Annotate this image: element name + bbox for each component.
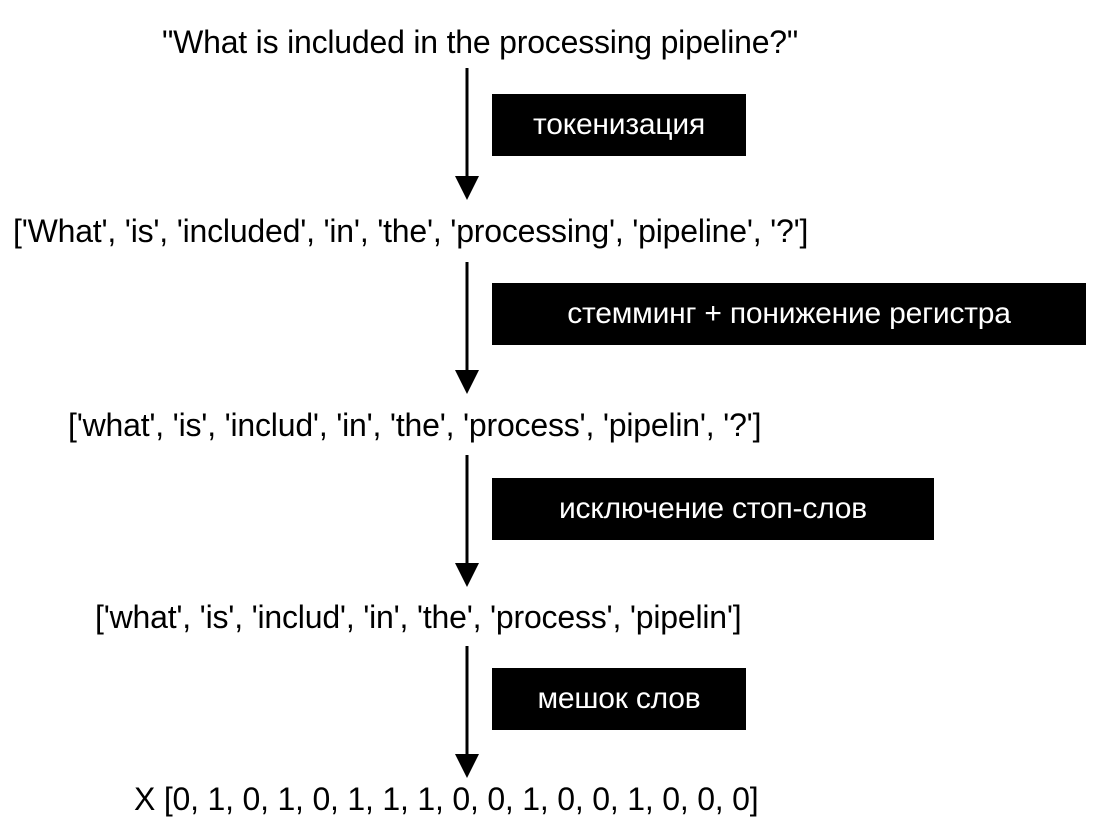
stage-bag-of-words-vector: X [0, 1, 0, 1, 0, 1, 1, 1, 0, 0, 1, 0, 0…: [134, 781, 759, 817]
stage-raw-question: "What is included in the processing pipe…: [161, 24, 799, 60]
stage-tokens: ['What', 'is', 'included', 'in', 'the', …: [13, 213, 809, 249]
step-label-stopword-removal: исключение стоп-слов: [492, 478, 934, 540]
arrow-down-icon: [452, 68, 482, 202]
step-label-bag-of-words: мешок слов: [492, 668, 746, 730]
arrow-down-icon: [452, 646, 482, 780]
stage-stemmed-tokens: ['what', 'is', 'includ', 'in', 'the', 'p…: [68, 407, 762, 443]
arrow-down-icon: [452, 262, 482, 396]
step-label-tokenization: токенизация: [492, 94, 746, 156]
arrow-down-icon: [452, 455, 482, 589]
stage-filtered-tokens: ['what', 'is', 'includ', 'in', 'the', 'p…: [95, 599, 742, 635]
step-label-stemming-lowercase: стемминг + понижение регистра: [492, 283, 1086, 345]
